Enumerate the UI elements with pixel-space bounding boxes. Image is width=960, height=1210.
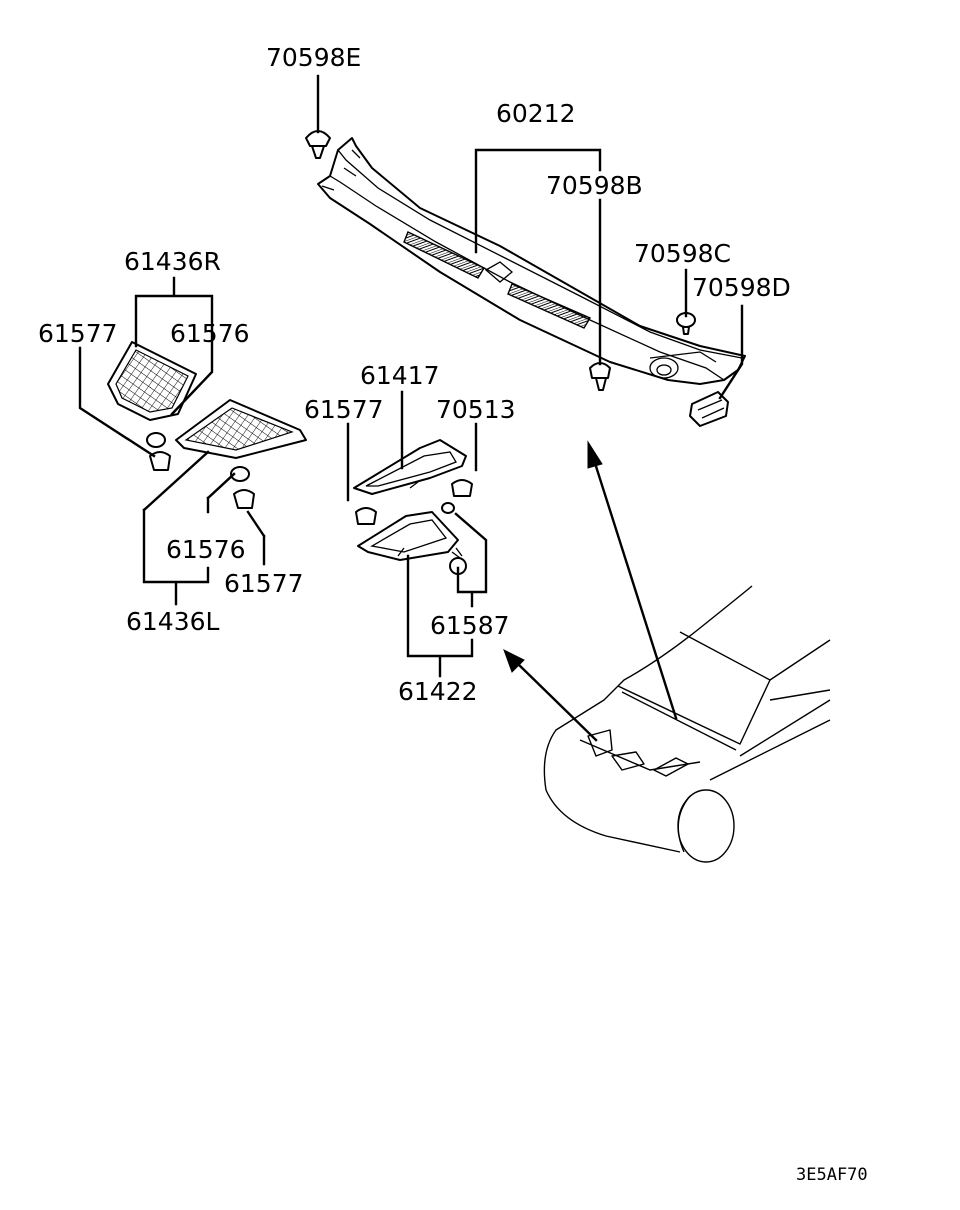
label-61422: 61422 — [398, 677, 478, 706]
hood-vent-grille-r — [107, 341, 197, 421]
label-61417: 61417 — [360, 361, 440, 390]
cowl-top-panel — [317, 137, 746, 385]
label-61587: 61587 — [430, 611, 510, 640]
hood-vent-grille-l — [175, 399, 307, 459]
label-61436r: 61436R — [124, 247, 221, 276]
clip-70598e — [305, 130, 331, 159]
clip-70598d — [689, 391, 729, 427]
label-61576-a: 61576 — [170, 319, 250, 348]
hood-scoop-61422 — [357, 511, 459, 561]
label-70598b: 70598B — [546, 171, 643, 200]
clip-70598c — [676, 312, 696, 335]
label-61577-b: 61577 — [304, 395, 384, 424]
label-61576-b: 61576 — [166, 535, 246, 564]
leader-lines — [78, 74, 744, 678]
hood-scoop-61417 — [353, 439, 467, 495]
diagram-code: 3E5AF70 — [796, 1165, 868, 1185]
scoop-fasteners — [355, 479, 473, 575]
label-61577-c: 61577 — [224, 569, 304, 598]
clip-70598b — [589, 362, 611, 391]
label-60212: 60212 — [496, 99, 576, 128]
label-70598e: 70598E — [266, 43, 361, 72]
label-61577-a: 61577 — [38, 319, 118, 348]
label-70513: 70513 — [436, 395, 516, 424]
label-70598c: 70598C — [634, 239, 731, 268]
car-outline — [543, 585, 831, 863]
label-70598d: 70598D — [692, 273, 791, 302]
arrows — [503, 440, 678, 742]
label-61436l: 61436L — [126, 607, 220, 636]
